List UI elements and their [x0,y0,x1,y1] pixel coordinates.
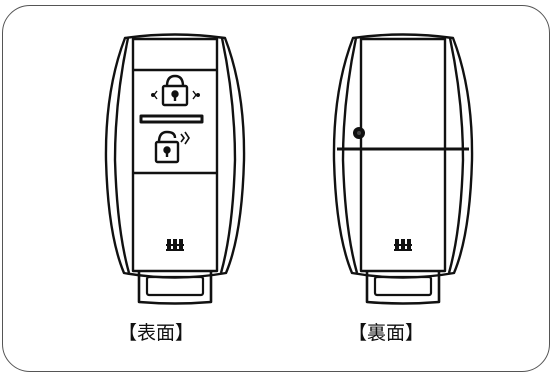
remote-outer-shell [332,33,474,279]
remote-front-view [104,33,246,305]
remote-back-view [332,33,474,305]
back-caption: 【裏面】 [348,322,425,344]
key-housing [365,271,441,305]
front-caption: 【表面】 [118,322,195,344]
button-slot [139,114,204,124]
key-housing [137,271,213,305]
remote-left-grip-line [113,37,131,274]
remote-left-grip-line [341,37,359,274]
logo-mark [394,239,412,251]
key-slot [373,275,433,297]
figure-frame [2,5,550,372]
screw-icon [353,127,365,139]
key-slot [145,275,205,297]
remote-right-grip-line [447,37,465,274]
lock-signal-marks [151,90,200,100]
remote-button-panel [131,37,219,273]
remote-back-panel [359,37,447,273]
unlock-icon [154,130,190,164]
lock-icon [161,74,189,107]
remote-outer-shell [104,33,246,279]
logo-mark [166,239,184,251]
remote-right-grip-line [219,37,237,274]
